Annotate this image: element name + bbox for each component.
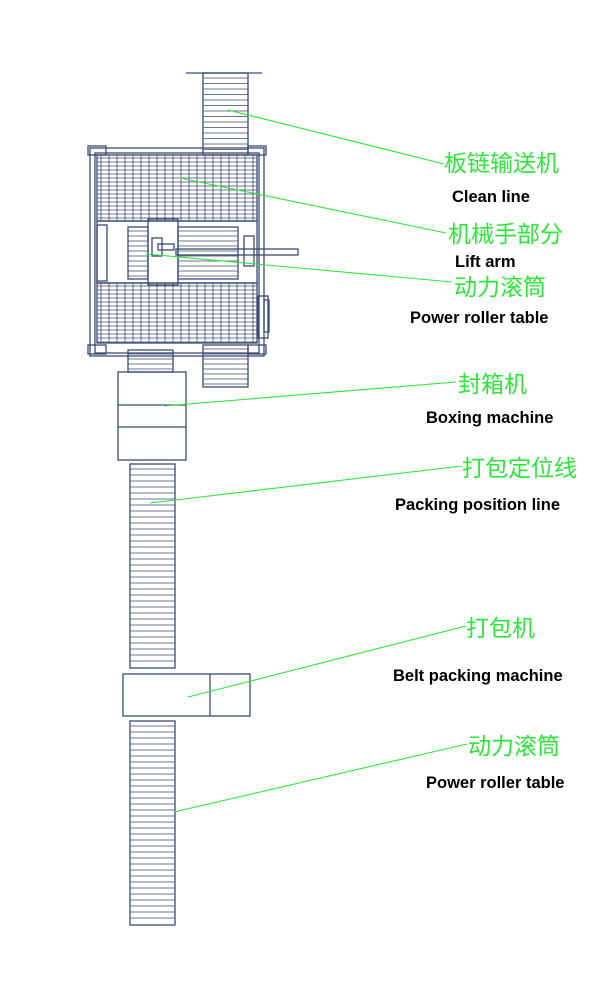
label-packing-position-cn: 打包定位线 (462, 456, 577, 482)
belt-packing-machine-unit (122, 673, 251, 717)
leader-boxing-machine (163, 381, 457, 407)
packing-position-conveyor (129, 463, 176, 669)
clean-line-conveyor (186, 72, 262, 156)
infeed-roller (127, 349, 174, 373)
leader-power-roller-2 (173, 743, 468, 813)
label-lift-arm-en: Lift arm (455, 253, 516, 271)
label-packing-position-en: Packing position line (395, 496, 560, 514)
label-belt-packing-en: Belt packing machine (393, 667, 563, 685)
leader-clean-line (227, 109, 445, 165)
leader-belt-packing (187, 625, 467, 698)
label-power-roller-1-en: Power roller table (410, 309, 548, 327)
final-roller-conveyor (129, 720, 176, 926)
label-power-roller-2-cn: 动力滚筒 (468, 734, 560, 760)
leader-lines (145, 109, 468, 813)
outfeed-conveyor (202, 344, 249, 388)
label-boxing-machine-en: Boxing machine (426, 409, 553, 427)
leader-power-roller-1 (145, 253, 453, 283)
label-clean-line-cn: 板链输送机 (444, 151, 559, 177)
label-belt-packing-cn: 打包机 (466, 616, 535, 642)
label-power-roller-1-cn: 动力滚筒 (454, 275, 546, 301)
label-clean-line-en: Clean line (452, 188, 530, 206)
label-lift-arm-cn: 机械手部分 (448, 222, 563, 248)
lift-arm-assembly (147, 218, 299, 286)
robot-cell-frame (87, 145, 270, 357)
boxing-machine-unit (117, 371, 187, 461)
leader-packing-position (149, 465, 463, 504)
label-boxing-machine-cn: 封箱机 (458, 372, 527, 398)
label-power-roller-2-en: Power roller table (426, 774, 564, 792)
leader-lift-arm (179, 177, 447, 234)
